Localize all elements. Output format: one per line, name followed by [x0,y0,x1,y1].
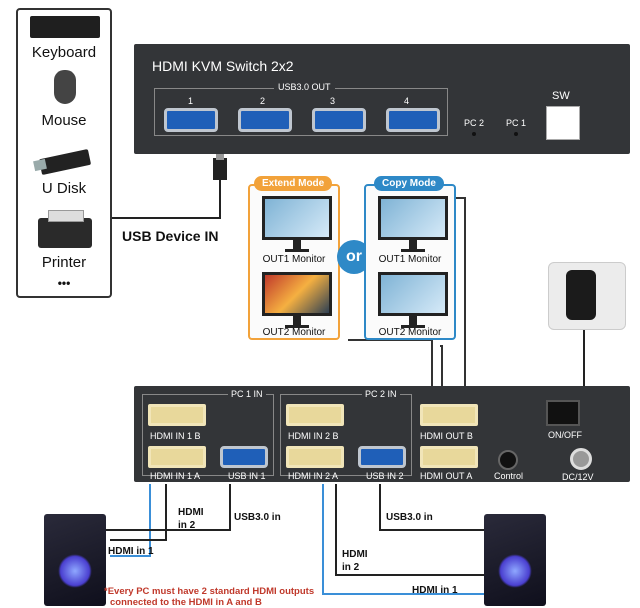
kvm-title: HDMI KVM Switch 2x2 [152,58,294,74]
out2-monitor-icon [262,272,332,316]
out1-monitor-stand [293,240,301,250]
cable-label-hdmi-in-1-right: HDMI in 1 [412,585,458,596]
printer-icon [38,218,92,248]
usb-device-in-label: USB Device IN [122,228,219,244]
pc1-led-label: PC 1 [506,118,527,128]
copy-out2-monitor-base [401,325,425,328]
left-pc-tower-icon [44,514,106,606]
pc1-led [514,132,518,136]
copy-out1-label: OUT1 Monitor [378,254,442,265]
hdmi-out-a-label: HDMI OUT A [420,471,473,481]
mouse-label: Mouse [41,112,87,129]
note-line-2: connected to the HDMI in A and B [110,597,262,608]
dc-power-jack[interactable] [570,448,592,470]
cable-label-hdmi-in-1-left: HDMI in 1 [108,546,154,557]
usb-port-2-num: 2 [260,96,266,106]
usb-in-1-label: USB IN 1 [228,471,266,481]
hdmi-in-2a-label: HDMI IN 2 A [288,471,339,481]
pc2-led-label: PC 2 [464,118,485,128]
hdmi-in-1b-label: HDMI IN 1 B [150,431,201,441]
kvm-rear-panel: PC 1 IN PC 2 IN HDMI IN 1 B HDMI IN 1 A … [134,386,630,482]
more-devices: ••• [57,276,71,290]
kvm-front-panel: HDMI KVM Switch 2x2 USB3.0 OUT 1 2 3 4 P… [134,44,630,154]
left-pc-fan-glow [58,554,92,588]
pc1-in-frame [142,394,274,476]
usb-out-port-2[interactable] [238,108,292,132]
usb-in-1-port[interactable] [220,446,268,468]
copy-out2-label: OUT2 Monitor [378,327,442,338]
cable-label-usb30-in-left: USB3.0 in [234,512,281,523]
udisk-label: U Disk [41,180,87,197]
keyboard-label: Keyboard [31,44,97,61]
extend-out2-label: OUT2 Monitor [262,327,326,338]
extend-mode-pill: Extend Mode [254,176,333,191]
mouse-icon [54,70,76,104]
printer-paper-icon [48,210,84,222]
power-switch[interactable] [546,400,580,426]
copy-out1-monitor-stand [409,240,417,250]
cable-label-usb30-in-right: USB3.0 in [386,512,433,523]
out1-monitor-base [285,249,309,252]
control-port[interactable] [498,450,518,470]
sw-label: SW [552,90,570,102]
dc-label: DC/12V [562,472,594,482]
usb-out-port-1[interactable] [164,108,218,132]
note-line-1: *Every PC must have 2 standard HDMI outp… [104,586,315,597]
pc1-in-label: PC 1 IN [228,389,266,399]
power-adapter-icon [566,270,596,320]
right-pc-fan-glow [498,554,532,588]
hdmi-in-1b-port[interactable] [148,404,206,426]
hdmi-out-a-port[interactable] [420,446,478,468]
hdmi-in-2b-port[interactable] [286,404,344,426]
hdmi-in-1a-port[interactable] [148,446,206,468]
usb-out-label: USB3.0 OUT [274,82,335,92]
out2-monitor-stand [293,316,301,326]
hdmi-out-b-port[interactable] [420,404,478,426]
hdmi-in-2a-port[interactable] [286,446,344,468]
pc2-in-frame [280,394,412,476]
pc2-led [472,132,476,136]
copy-out2-monitor-icon [378,272,448,316]
hdmi-in-1a-label: HDMI IN 1 A [150,471,201,481]
out1-monitor-icon [262,196,332,240]
copy-out1-monitor-icon [378,196,448,240]
devices-panel: Keyboard Mouse U Disk Printer ••• [16,8,112,298]
usb-out-port-4[interactable] [386,108,440,132]
usb-port-1-num: 1 [188,96,194,106]
usb-port-3-num: 3 [330,96,336,106]
usb-out-port-3[interactable] [312,108,366,132]
right-pc-tower-icon [484,514,546,606]
on-off-label: ON/OFF [548,430,582,440]
copy-out1-monitor-base [401,249,425,252]
usb-in-2-label: USB IN 2 [366,471,404,481]
usb-in-2-port[interactable] [358,446,406,468]
keyboard-icon [30,16,100,38]
printer-label: Printer [41,254,87,271]
copy-out2-monitor-stand [409,316,417,326]
pc2-in-label: PC 2 IN [362,389,400,399]
hdmi-in-2b-label: HDMI IN 2 B [288,431,339,441]
hdmi-out-b-label: HDMI OUT B [420,431,473,441]
out2-monitor-base [285,325,309,328]
copy-mode-box: OUT1 Monitor OUT2 Monitor [364,184,456,340]
usb-port-4-num: 4 [404,96,410,106]
control-label: Control [494,471,524,481]
copy-mode-pill: Copy Mode [374,176,444,191]
sw-button[interactable] [546,106,580,140]
extend-out1-label: OUT1 Monitor [262,254,326,265]
extend-mode-box: OUT1 Monitor OUT2 Monitor [248,184,340,340]
